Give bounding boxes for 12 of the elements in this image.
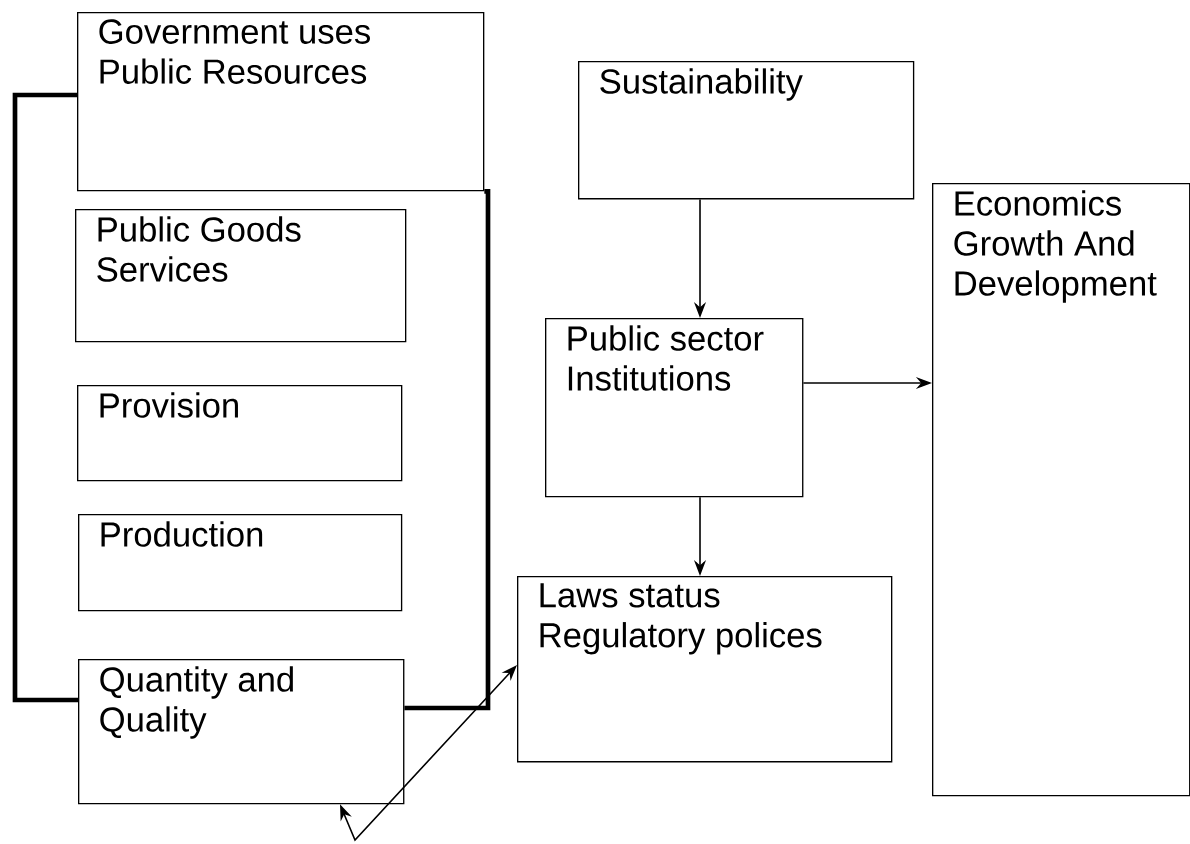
text-box: Provision: [77, 385, 403, 482]
bracket-line: [12, 92, 78, 703]
bracket-line: [404, 189, 491, 711]
text-box: Sustainability: [578, 61, 915, 200]
arrow: [340, 665, 517, 842]
text-box: Public Goods Services: [75, 209, 407, 343]
text-box: Government uses Public Resources: [77, 12, 485, 192]
text-box: Production: [78, 514, 403, 612]
text-box: Quantity and Quality: [78, 659, 405, 805]
text-box: Economics Growth And Development: [932, 183, 1190, 797]
text-box: Laws status Regulatory polices: [517, 576, 893, 763]
text-box: Public sector Institutions: [545, 318, 804, 498]
